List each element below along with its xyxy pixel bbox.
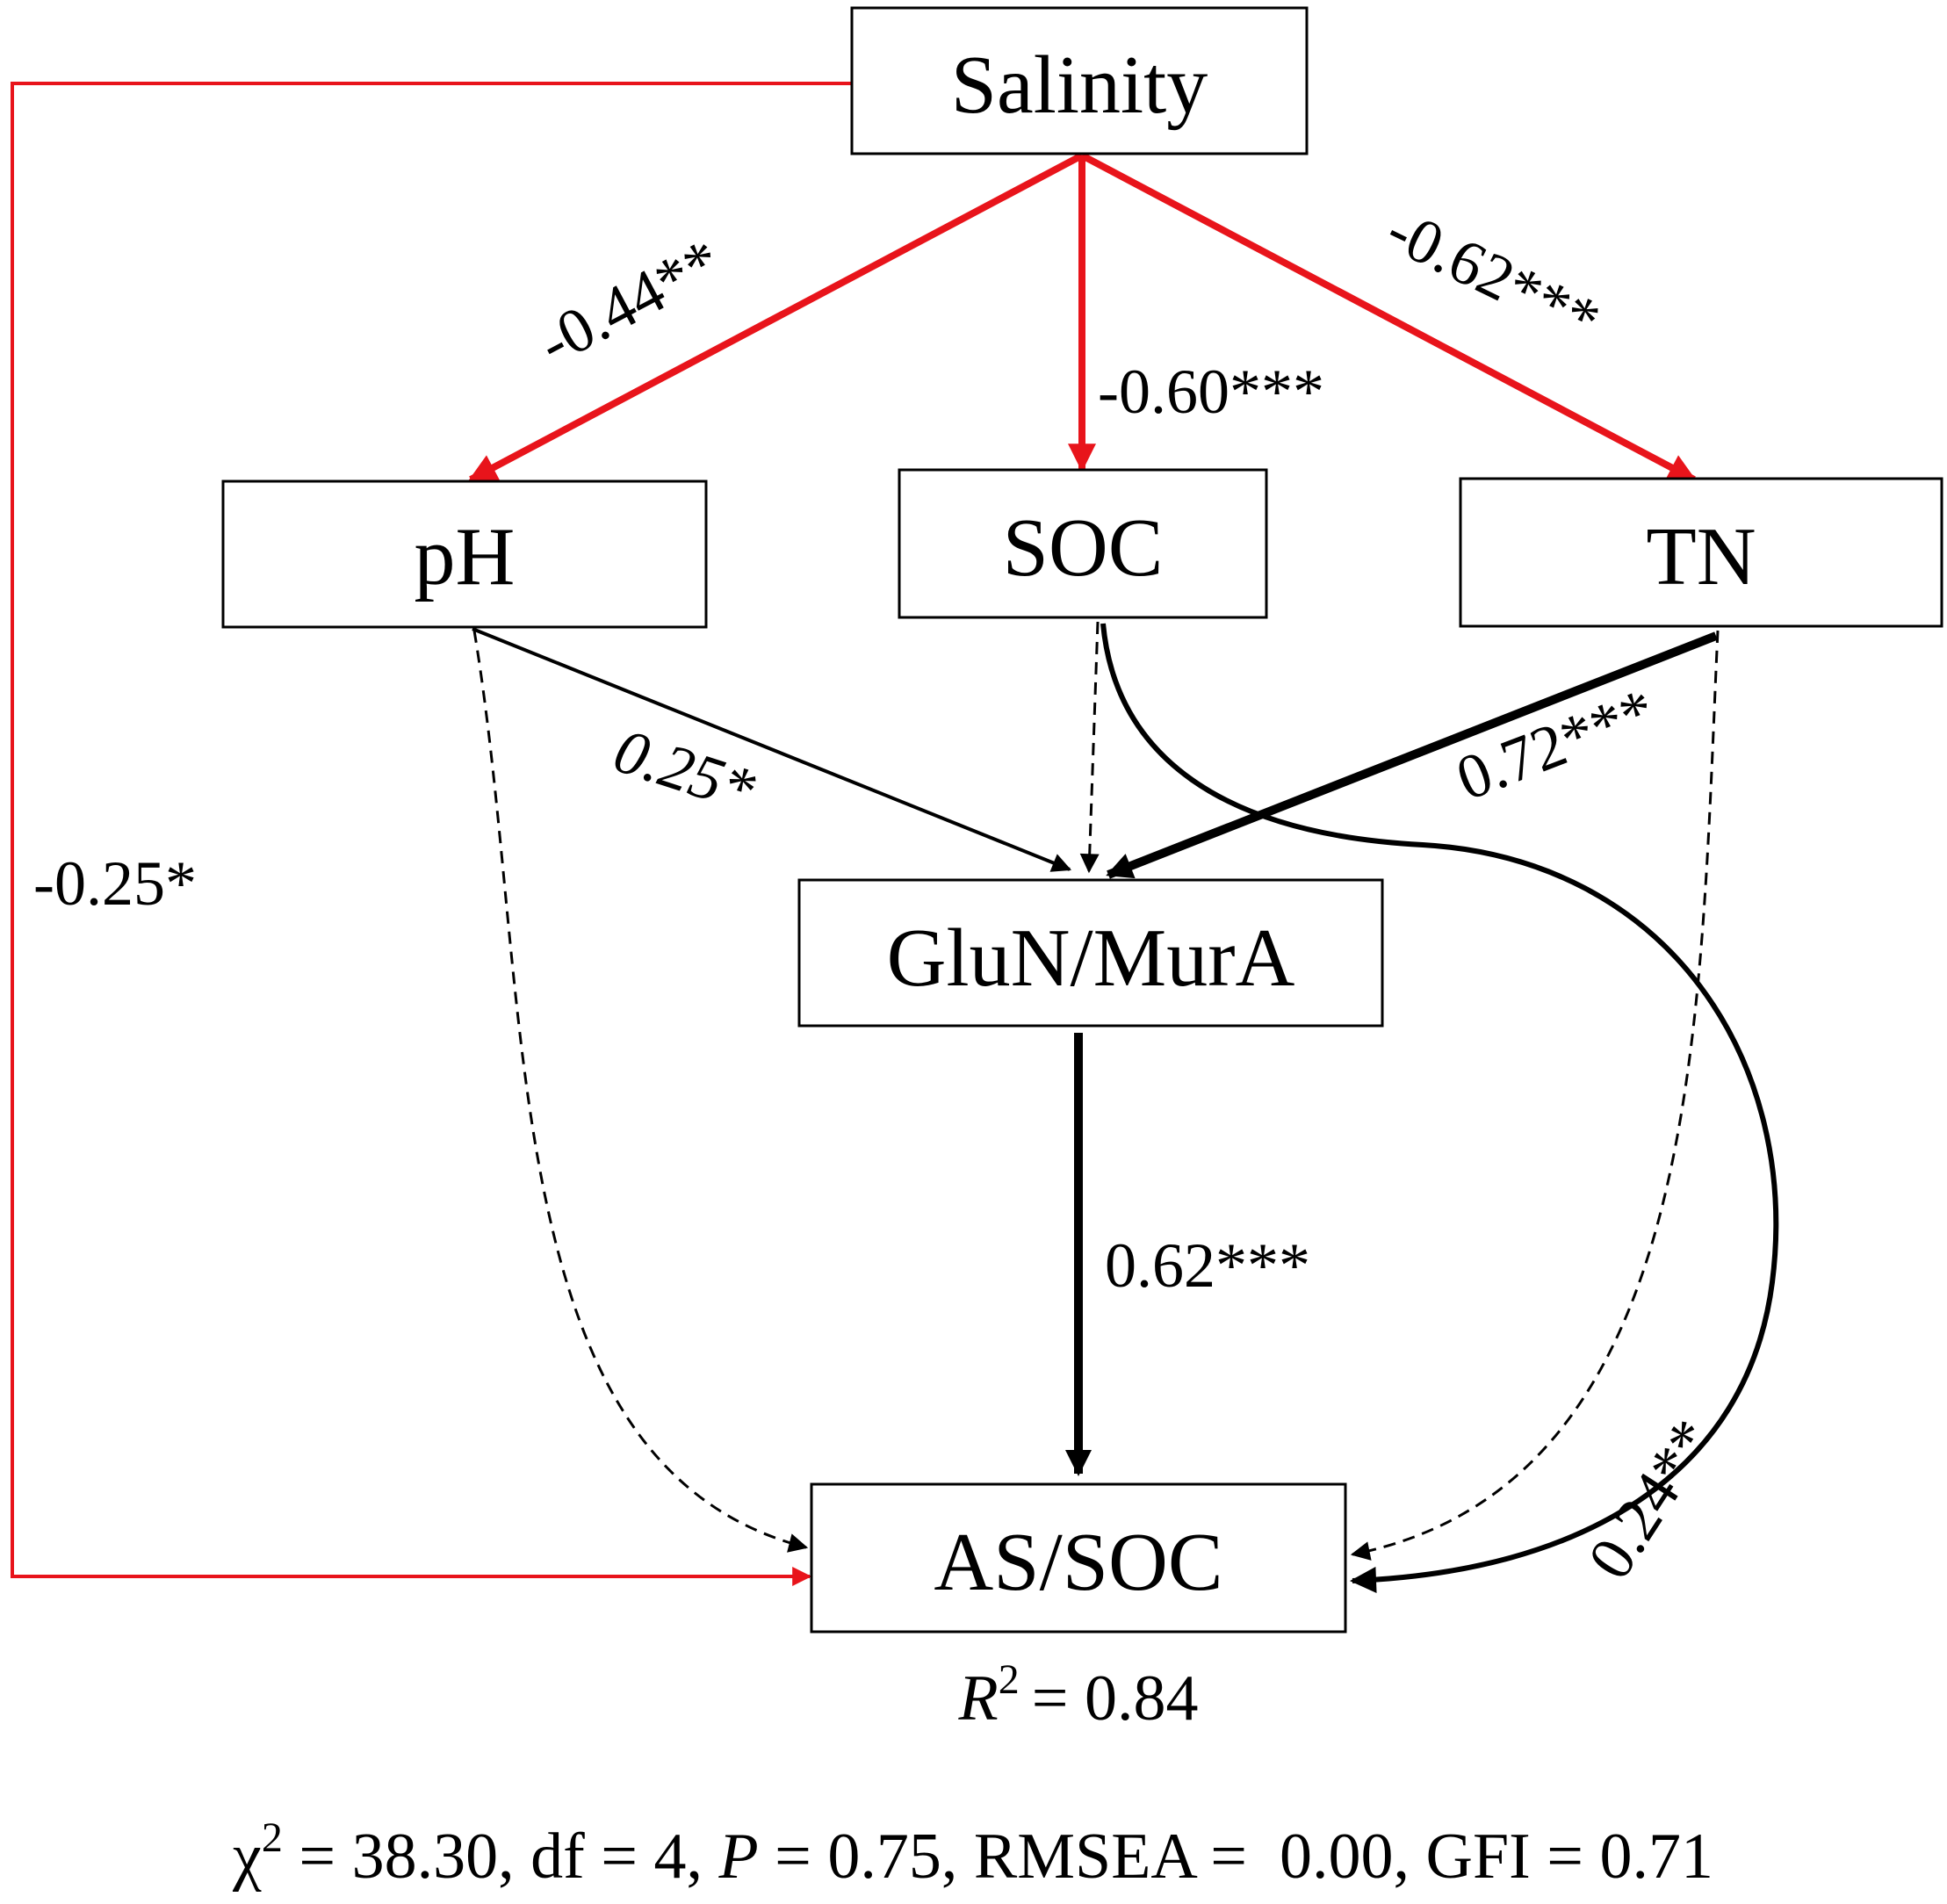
label-soc-as-soc: 0.24** [1574, 1407, 1727, 1591]
r-squared-exponent: 2 [999, 1656, 1020, 1703]
fit-stats-rest: = 0.75, RMSEA = 0.00, GFI = 0.71 [759, 1821, 1713, 1893]
node-tn-label: TN [1646, 511, 1756, 602]
chi-symbol: χ [232, 1821, 262, 1893]
edge-ph-as-soc [472, 630, 809, 1553]
r-squared-value: = 0.84 [1032, 1662, 1199, 1735]
node-glun-mura-label: GluN/MurA [887, 912, 1295, 1004]
node-as-soc-label: AS/SOC [934, 1517, 1222, 1608]
node-soc-label: SOC [1003, 502, 1164, 594]
model-fit-stats: χ2 = 38.30, df = 4, P = 0.75, RMSEA = 0.… [232, 1814, 1713, 1893]
node-glun-mura: GluN/MurA [797, 878, 1384, 1028]
label-ph-glun: 0.25* [606, 715, 763, 826]
node-salinity: Salinity [850, 6, 1309, 155]
chi-value: = 38.30, df = 4, [283, 1821, 719, 1893]
edge-tn-glun [1106, 631, 1718, 879]
node-ph-label: pH [415, 511, 516, 602]
edge-salinity-tn [1080, 152, 1697, 483]
p-symbol: P [718, 1821, 758, 1893]
chi-exponent: 2 [262, 1814, 283, 1861]
label-glun-as-soc: 0.62*** [1105, 1230, 1310, 1301]
edge-soc-as-soc [1100, 623, 1779, 1593]
edge-tn-as-soc [1350, 630, 1720, 1561]
node-salinity-label: Salinity [951, 40, 1208, 131]
node-soc: SOC [898, 468, 1268, 619]
label-salinity-as-soc: -0.25* [33, 848, 197, 919]
edge-soc-glun [1079, 621, 1100, 874]
r-squared: R2 = 0.84 [958, 1656, 1199, 1735]
label-salinity-soc: -0.60*** [1098, 357, 1324, 427]
edge-salinity-ph [468, 152, 1084, 483]
node-ph: pH [221, 480, 708, 629]
edge-ph-glun [472, 627, 1072, 872]
edge-salinity-as-soc [11, 82, 852, 1586]
node-as-soc: AS/SOC [810, 1482, 1347, 1634]
r-squared-symbol: R [958, 1662, 999, 1735]
node-tn: TN [1459, 477, 1943, 628]
